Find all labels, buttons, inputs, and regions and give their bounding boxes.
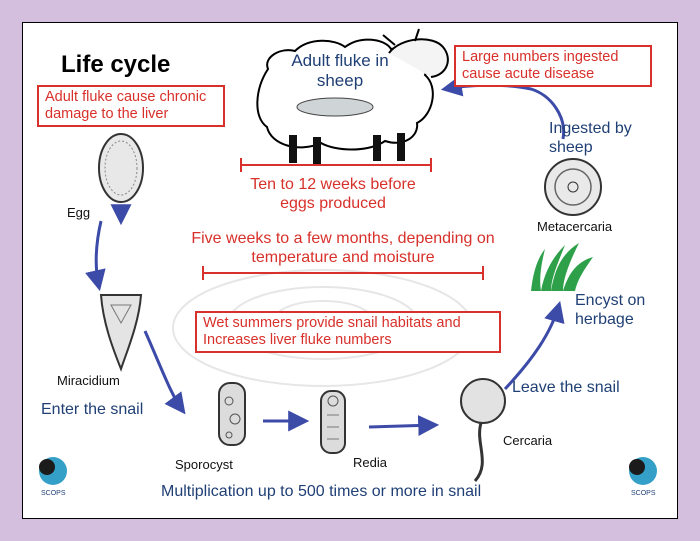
cercaria-icon <box>460 378 506 482</box>
diagram-frame: SCOPS SCOPS Life cycle Adult fluke in sh… <box>22 22 678 519</box>
adult-fluke-label: Adult fluke in sheep <box>291 51 389 90</box>
ten-weeks-label: Ten to 12 weeks before eggs produced <box>250 176 416 212</box>
redia-icon <box>320 390 346 454</box>
chronic-damage-box: Adult fluke cause chronic damage to the … <box>37 85 225 127</box>
cycle-arrows <box>85 75 566 437</box>
sporocyst-icon <box>218 382 246 446</box>
stage-sporocyst-label: Sporocyst <box>175 457 233 472</box>
stage-miracidium-label: Miracidium <box>57 373 120 388</box>
sheep-icon <box>256 28 449 165</box>
miracidium-icon <box>99 294 143 372</box>
multiplication-label: Multiplication up to 500 times or more i… <box>161 483 482 500</box>
five-weeks-label: Five weeks to a few months, depending on… <box>191 230 495 266</box>
wet-summers-box: Wet summers provide snail habitats and I… <box>195 311 501 353</box>
stage-metacercaria-label: Metacercaria <box>537 219 613 234</box>
acute-disease-box: Large numbers ingested cause acute disea… <box>454 45 652 87</box>
ten-weeks-bracket <box>240 158 432 172</box>
five-weeks-bracket <box>202 266 484 280</box>
scops-logo-left: SCOPS <box>39 457 67 497</box>
ingested-label: Ingested by sheep <box>549 120 632 156</box>
encyst-label: Encyst on herbage <box>575 292 646 328</box>
egg-icon <box>98 133 144 203</box>
leave-snail-label: Leave the snail <box>512 379 620 396</box>
page-title: Life cycle <box>61 51 171 78</box>
grass-icon <box>531 243 593 291</box>
stage-egg-label: Egg <box>67 205 91 220</box>
diagram-graphics: SCOPS SCOPS <box>39 28 657 497</box>
enter-snail-label: Enter the snail <box>41 401 144 418</box>
scops-logo-right: SCOPS <box>629 457 657 497</box>
stage-redia-label: Redia <box>353 455 387 470</box>
stage-cercaria-label: Cercaria <box>503 433 553 448</box>
metacercaria-icon <box>544 158 602 216</box>
svg-text:SCOPS: SCOPS <box>631 490 656 497</box>
svg-text:SCOPS: SCOPS <box>41 490 66 497</box>
